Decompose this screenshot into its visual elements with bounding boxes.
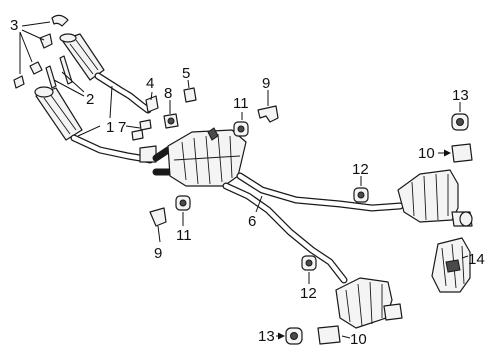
callout-1-upper: 1 <box>106 119 114 136</box>
callout-13-upper: 13 <box>452 87 469 104</box>
isolators <box>175 113 469 345</box>
front-pipe-upper <box>59 33 152 114</box>
lower-muffler <box>335 277 403 329</box>
callout-5: 5 <box>182 65 190 82</box>
exhaust-tip <box>431 237 471 293</box>
intermediate-pipes <box>222 172 404 284</box>
callout-11-lower: 11 <box>176 227 192 244</box>
hangers <box>149 105 473 345</box>
callout-12-lower: 12 <box>300 285 317 302</box>
callout-9-upper: 9 <box>262 75 270 92</box>
callout-13-lower: 13 <box>258 328 275 345</box>
callout-labels: 3 2 1 1 4 5 8 7 9 11 13 10 12 6 11 9 14 … <box>10 17 485 348</box>
callout-7: 7 <box>118 119 126 136</box>
gasket-clamps <box>13 14 69 89</box>
front-pipe-lower <box>34 86 157 164</box>
callout-10-upper: 10 <box>418 145 435 162</box>
callout-6: 6 <box>248 213 256 230</box>
leader-lines <box>19 21 469 340</box>
callout-3: 3 <box>10 17 18 34</box>
callout-9-lower: 9 <box>154 245 162 262</box>
callout-11-upper: 11 <box>233 95 249 112</box>
callout-4: 4 <box>146 75 154 92</box>
center-resonator <box>152 127 247 187</box>
callout-2: 2 <box>86 91 94 108</box>
callout-12-upper: 12 <box>352 161 369 178</box>
small-hardware <box>131 87 197 141</box>
right-muffler <box>397 169 473 227</box>
callout-14: 14 <box>468 251 485 268</box>
callout-8: 8 <box>164 85 172 102</box>
callout-10-lower: 10 <box>350 331 367 348</box>
